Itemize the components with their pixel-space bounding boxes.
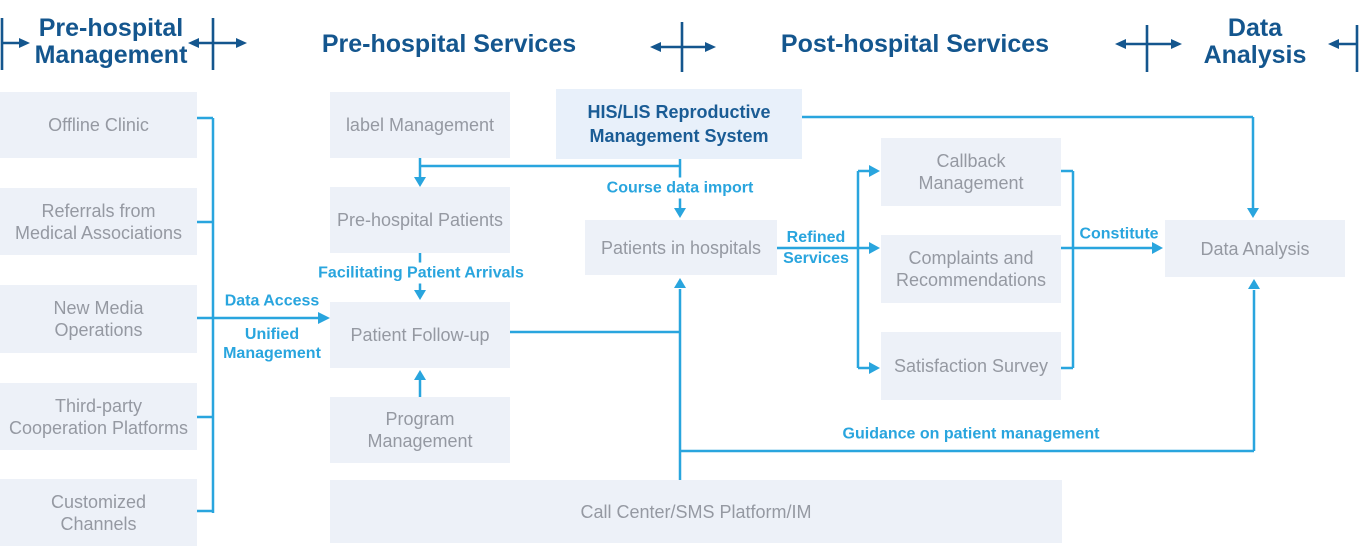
- box-satisfaction-survey: Satisfaction Survey: [881, 332, 1061, 400]
- edge-label-refined-services: Refined Services: [783, 229, 849, 267]
- flow-connectors: [197, 115, 1260, 513]
- edge-label-guidance: Guidance on patient management: [842, 425, 1100, 443]
- box-program-management: Program Management: [330, 397, 510, 463]
- box-callback-management: Callback Management: [881, 138, 1061, 206]
- edge-label-unified-management: Unified Management: [223, 326, 321, 362]
- box-patients-in-hospitals: Patients in hospitals: [585, 220, 777, 275]
- box-his-lis-system: HIS/LIS Reproductive Management System: [556, 89, 802, 159]
- section-title-pre-hospital-services: Pre-hospital Services: [321, 30, 577, 58]
- section-dividers: [0, 18, 1359, 72]
- box-referrals-medical-associations: Referrals from Medical Associations: [0, 188, 197, 255]
- section-title-pre-hospital-management: Pre-hospital Management: [34, 14, 188, 69]
- box-label-management: label Management: [330, 92, 510, 158]
- box-third-party-platforms: Third-party Cooperation Platforms: [0, 383, 197, 450]
- box-patient-follow-up: Patient Follow-up: [330, 302, 510, 368]
- box-offline-clinic: Offline Clinic: [0, 92, 197, 158]
- edge-label-course-data-import: Course data import: [599, 177, 761, 199]
- section-title-post-hospital-services: Post-hospital Services: [780, 30, 1050, 58]
- box-pre-hospital-patients: Pre-hospital Patients: [330, 187, 510, 253]
- edge-label-constitute: Constitute: [1079, 225, 1159, 243]
- box-new-media-operations: New Media Operations: [0, 285, 197, 353]
- box-customized-channels: Customized Channels: [0, 479, 197, 546]
- section-title-data-analysis: Data Analysis: [1203, 14, 1307, 69]
- edge-label-facilitating-patient-arrivals: Facilitating Patient Arrivals: [311, 262, 531, 284]
- box-data-analysis: Data Analysis: [1165, 220, 1345, 277]
- edge-label-data-access: Data Access: [224, 292, 320, 310]
- box-complaints-recommendations: Complaints and Recommendations: [881, 235, 1061, 303]
- box-call-center-platform: Call Center/SMS Platform/IM: [330, 480, 1062, 543]
